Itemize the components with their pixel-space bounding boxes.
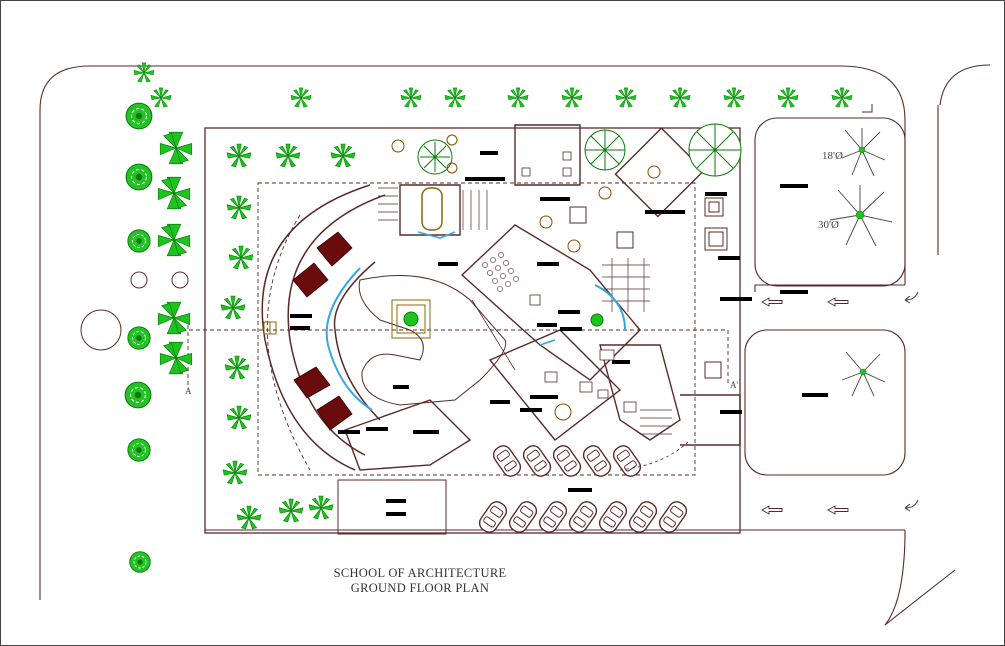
section-mark-left: A <box>185 386 192 396</box>
dimension-label-30: 30'Ø <box>818 219 839 231</box>
parking-island-bottom <box>744 329 906 476</box>
drawing-subtitle: GROUND FLOOR PLAN <box>350 581 490 595</box>
drawing-title: SCHOOL OF ARCHITECTURE <box>333 566 507 580</box>
dimension-label-18: 18'Ø <box>822 150 843 162</box>
parking-island-top <box>754 117 906 287</box>
north-arrow-icon <box>904 291 919 304</box>
trees <box>124 62 853 573</box>
site-boundary <box>204 127 741 534</box>
section-mark-right: A' <box>730 380 739 390</box>
